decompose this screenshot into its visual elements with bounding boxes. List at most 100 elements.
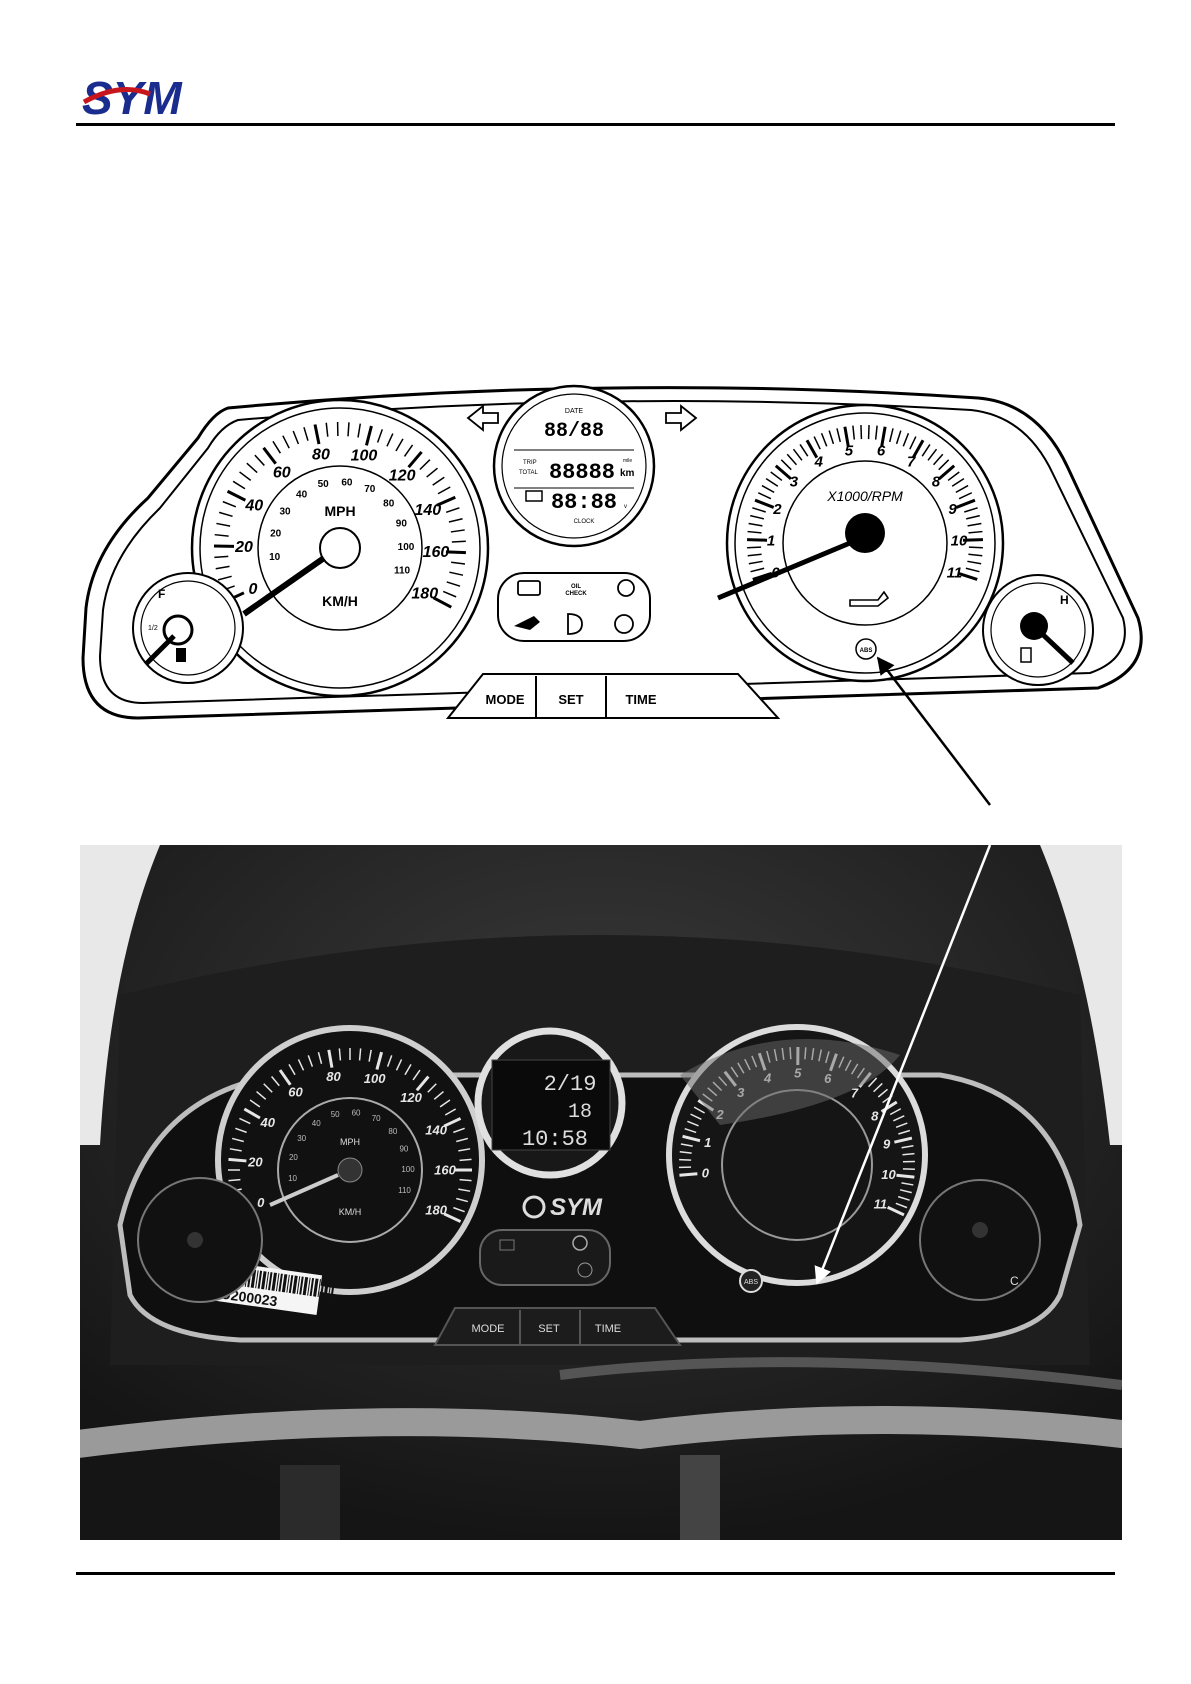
mph-tick-label: 60 [341,477,353,488]
photo-mph-tick-label: 90 [399,1145,408,1154]
photo-mode-button[interactable]: MODE [472,1323,505,1335]
photo-rpm-tick-label: 11 [874,1196,888,1211]
kmh-tick-label: 160 [423,544,450,561]
mph-tick-label: 70 [364,484,376,495]
coolant-temp-icon [1020,647,1032,663]
cluster-outline [81,386,1143,720]
speed-needle [242,555,326,617]
kmh-label: KM/H [322,593,358,609]
photo-lcd-clock: 10:58 [522,1127,588,1152]
photo-kmh-tick-label: 40 [259,1115,275,1130]
header-rule [76,123,1115,126]
photo-set-button[interactable]: SET [538,1323,560,1335]
photo-kmh-tick-label: 20 [247,1154,263,1169]
rpm-tick-label: 10 [951,533,968,550]
mph-tick-label: 20 [270,528,282,539]
rpm-tick-label: 0 [771,564,780,581]
photo-kmh-tick-label: 140 [425,1122,447,1137]
svg-text:TOTAL: TOTAL [519,470,538,476]
rpm-tick-marks [747,425,983,581]
rpm-tick-label: 6 [877,443,886,460]
rpm-tick-label: 3 [790,474,799,491]
svg-text:ABS: ABS [860,648,873,654]
svg-text:CLOCK: CLOCK [574,519,595,525]
photo-rpm-tick-label: 0 [702,1166,710,1181]
rpm-unit-label: X1000/RPM [826,488,903,504]
kmh-tick-label: 100 [351,448,378,465]
drawing-mode-button[interactable]: MODE [486,692,525,707]
photo-abs-icon [739,1269,763,1293]
rpm-tick-label: 9 [948,501,957,518]
mph-tick-label: 80 [383,498,395,509]
lcd-odometer-value: 88888 [549,460,615,485]
left-turn-arrow-icon [466,404,499,432]
mph-label: MPH [324,503,355,519]
photo-mph-tick-label: 110 [398,1186,411,1195]
kmh-tick-label: 60 [273,464,291,481]
photo-rpm-tick-label: 1 [704,1135,711,1150]
photo-rpm-tick-label: 8 [871,1108,879,1123]
photo-mph-tick-label: 30 [297,1134,306,1143]
photo-kmh-tick-label: 160 [434,1163,456,1178]
kmh-tick-label: 0 [249,581,258,598]
drawing-set-button[interactable]: SET [558,692,583,707]
photo-lcd-trip: 18 [568,1101,592,1124]
photo-kmh-tick-label: 80 [326,1069,341,1084]
mph-tick-label: 90 [396,519,408,530]
rpm-tick-label: 7 [907,453,916,470]
photo-mph-tick-label: 50 [331,1110,340,1119]
temp-hot-label: H [1060,593,1069,607]
photo-mph-tick-label: 100 [401,1165,415,1174]
oil-pressure-icon [849,590,890,607]
kmh-tick-label: 20 [234,539,253,556]
fuel-pump-icon [176,648,186,662]
mph-tick-label: 110 [394,566,411,577]
mph-tick-label: 50 [318,479,330,490]
footer-rule [76,1572,1115,1575]
photo-kmh-tick-label: 100 [364,1071,386,1086]
svg-text:km: km [620,468,635,479]
kmh-tick-label: 120 [389,467,416,484]
svg-text:OIL: OIL [571,584,581,590]
photo-mph-tick-label: 80 [388,1127,397,1136]
photo-kmh-tick-label: 0 [257,1195,265,1210]
right-turn-arrow-icon [665,404,698,432]
rpm-needle [717,540,851,601]
photo-rpm-tick-label: 10 [881,1167,896,1182]
photo-time-button[interactable]: TIME [595,1323,621,1335]
photo-kmh-tick-label: 60 [288,1085,303,1100]
lcd-date-value: 88/88 [544,420,604,443]
svg-text:CHECK: CHECK [565,591,587,597]
sym-logo: SYM [82,72,183,122]
drawing-time-button[interactable]: TIME [625,692,656,707]
svg-text:MPH: MPH [340,1137,360,1147]
svg-text:TRIP: TRIP [523,460,537,466]
mph-tick-label: 40 [296,489,308,500]
svg-text:C: C [1010,1274,1019,1288]
rpm-tick-label: 4 [814,453,824,470]
parking-brake-icon [617,579,635,597]
photo-lcd-date: 2/19 [544,1072,597,1097]
oil-can-icon [514,616,540,630]
rpm-tick-label: 8 [932,474,941,491]
photo-mph-tick-label: 60 [352,1108,361,1117]
battery-icon [525,490,543,502]
photo-mph-tick-label: 20 [289,1153,298,1162]
mph-tick-label: 30 [279,506,291,517]
kmh-tick-label: 80 [312,447,330,464]
svg-text:v: v [624,504,627,510]
kmh-tick-label: 140 [414,502,441,519]
kmh-tick-marks [213,422,466,609]
svg-text:mile: mile [623,458,632,464]
svg-text:KM/H: KM/H [339,1207,362,1217]
rpm-tick-label: 11 [947,564,963,581]
photo-kmh-tick-label: 180 [425,1203,447,1218]
kmh-tick-label: 40 [244,497,263,514]
mph-tick-label: 100 [398,542,415,553]
rpm-tick-label: 2 [772,501,782,518]
svg-text:DATE: DATE [565,408,583,415]
abs-warning-icon [855,638,877,660]
fuel-full-label: F [158,587,165,601]
